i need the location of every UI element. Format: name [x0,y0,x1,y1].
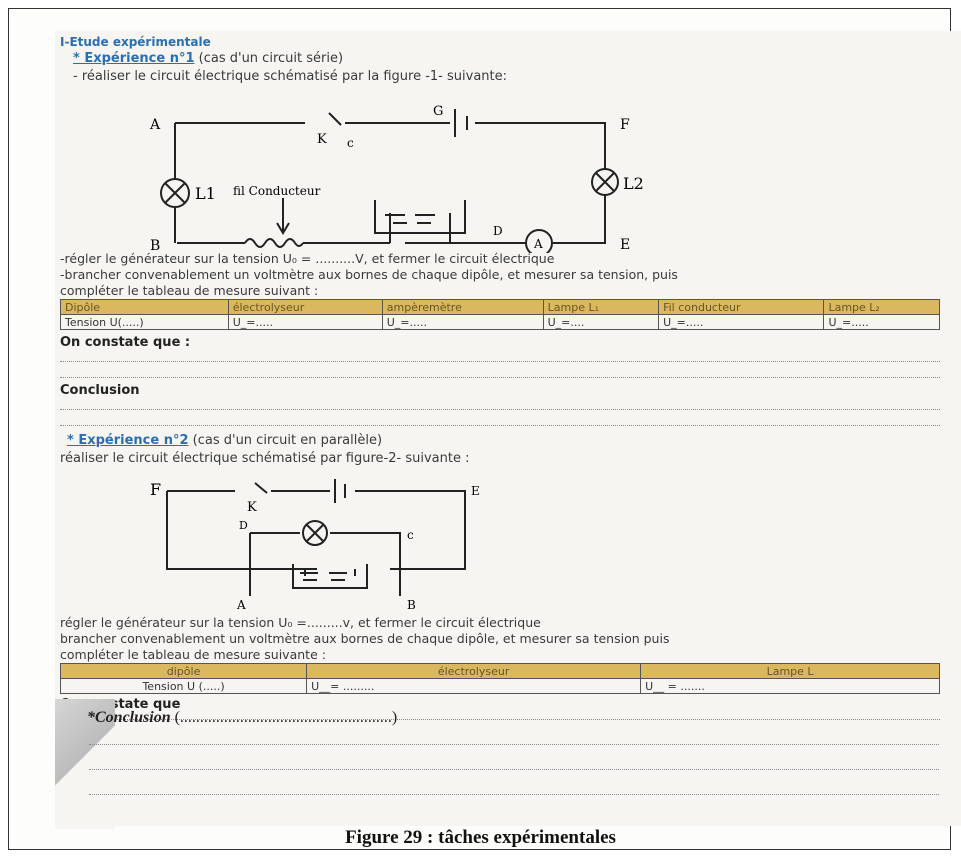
table-row: Tension U(.....) U_=..... U_=..... U_=..… [60,314,940,330]
exp2-conclusion-blank: (.......................................… [174,709,398,726]
lamp-l2-label: L2 [623,174,644,193]
header-cell: ampèremètre [381,299,544,315]
exp1-heading: * Expérience n°1 (cas d'un circuit série… [73,51,343,66]
table-header-row: Dipôle électrolyseur ampèremètre Lampe L… [60,299,940,315]
exp1-step3: compléter le tableau de mesure suivant : [60,283,319,298]
exp1-step2: -brancher convenablement un voltmètre au… [60,267,678,282]
worksheet-photo: I-Etude expérimentale * Expérience n°1 (… [55,31,961,826]
dotted-line [89,769,939,770]
circuit-figure-2: F E K D c A B [150,479,480,611]
measure-table-1: Dipôle électrolyseur ampèremètre Lampe L… [60,299,940,330]
lamp-l1-label: L1 [195,184,216,203]
exp1-title: * Expérience n°1 [73,51,195,66]
exp1-conclusion: Conclusion [60,383,140,398]
header-cell: dipôle [59,663,308,679]
header-cell: électrolyseur [227,299,383,315]
node-e-label-2: E [471,484,480,498]
exp2-step3: compléter le tableau de mesure suivante … [60,647,326,662]
dotted-line [60,719,940,720]
dotted-line [60,377,940,378]
exp1-observe: On constate que : [60,335,191,350]
table-header-row: dipôle électrolyseur Lampe L [59,663,940,679]
row-cell: Tension U (.....) [59,678,308,694]
dotted-line [60,409,940,410]
exp2-instruction: réaliser le circuit électrique schématis… [60,451,470,466]
exp2-step1: régler le générateur sur la tension U₀ =… [60,615,541,630]
header-cell: Fil conducteur [658,299,825,315]
circuit-figure-1: A B c D E F G K L1 L2 fil Conducteur A [149,104,644,253]
row-cell: U__= ......... [306,678,642,694]
node-a-label-2: A [236,598,246,611]
figure-frame: I-Etude expérimentale * Expérience n°1 (… [8,8,961,850]
exp2-conclusion: *Conclusion [87,709,171,726]
exp2-heading: * Expérience n°2 (cas d'un circuit en pa… [67,433,382,448]
measure-table-2: dipôle électrolyseur Lampe L Tension U (… [59,663,940,694]
exp2-subtitle: (cas d'un circuit en parallèle) [192,433,383,448]
switch-k-label-2: K [247,500,257,515]
row-cell: Tension U(.....) [60,314,229,330]
dotted-line [89,744,939,745]
dotted-line [60,425,940,426]
header-cell: Lampe L [640,663,940,679]
section-title: I-Etude expérimentale [60,35,211,49]
node-d-label-2: D [239,519,248,532]
row-cell: U_=..... [823,314,940,330]
exp2-step2: brancher convenablement un voltmètre aux… [60,631,670,646]
exp1-step1: -régler le générateur sur la tension U₀ … [60,251,555,266]
node-f-label: F [620,117,630,133]
node-c-label: c [347,136,354,150]
node-a-label: A [149,117,161,133]
node-b-label-2: B [407,598,416,611]
page-curl [55,699,115,829]
dotted-line [89,794,939,795]
node-c-label-2: c [407,528,414,542]
table-row: Tension U (.....) U__= ......... U__ = .… [59,678,940,694]
switch-k-label: K [317,132,327,147]
row-cell: U_=..... [227,314,383,330]
header-cell: Dipôle [60,299,229,315]
wire-label: fil Conducteur [233,184,321,198]
row-cell: U_=..... [658,314,825,330]
node-d-label: D [493,224,503,238]
row-cell: U_=.... [542,314,660,330]
exp1-instruction: - réaliser le circuit électrique schémat… [73,69,507,84]
generator-g-label: G [433,104,443,119]
header-cell: Lampe L₁ [542,299,660,315]
dotted-line [60,361,940,362]
exp1-subtitle: (cas d'un circuit série) [198,51,344,66]
row-cell: U__ = ....... [640,678,940,694]
header-cell: Lampe L₂ [823,299,940,315]
figure-caption: Figure 29 : tâches expérimentales [345,827,616,848]
ammeter-label: A [533,237,543,251]
header-cell: électrolyseur [306,663,642,679]
node-f-label-2: F [150,480,161,499]
exp2-conclusion-line: *Conclusion (...........................… [87,709,397,727]
node-b-label: B [150,238,160,253]
node-e-label: E [620,237,630,253]
row-cell: U_=..... [381,314,544,330]
exp2-title: * Expérience n°2 [67,433,189,448]
